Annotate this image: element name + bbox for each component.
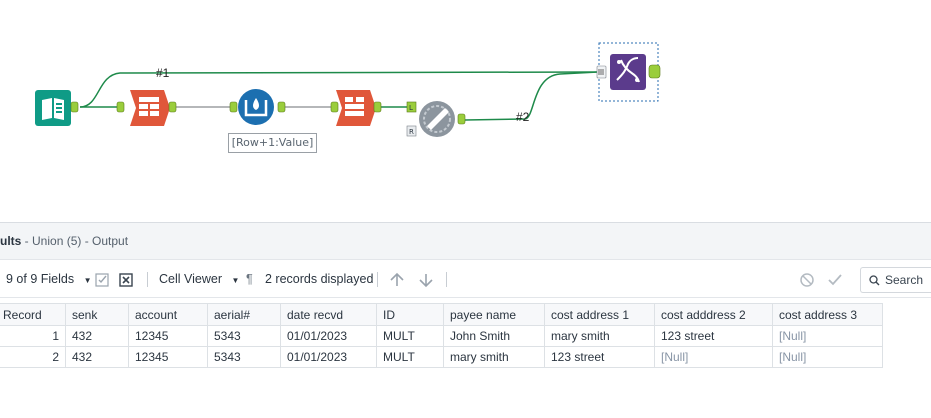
results-toolbar: 9 of 9 Fields ▼ Cell Viewer ▼ ¶ 2 record… (0, 260, 931, 298)
right-anchor-label: R (409, 128, 414, 136)
table-cell[interactable]: MULT (376, 325, 444, 347)
table-cell[interactable]: [Null] (772, 346, 883, 368)
table-cell[interactable]: [Null] (654, 346, 773, 368)
table-cell[interactable]: MULT (376, 346, 444, 368)
multi-row-formula-tool[interactable] (229, 89, 286, 125)
table-cell[interactable]: 123 street (544, 346, 655, 368)
table-cell[interactable]: John Smith (443, 325, 545, 347)
apply-check-icon[interactable] (827, 260, 843, 298)
cross-tab-tool[interactable] (330, 90, 382, 126)
results-header: ults - Union (5) - Output (0, 223, 931, 260)
arrow-down-icon[interactable] (418, 260, 434, 298)
table-cell[interactable]: 12345 (128, 325, 208, 347)
check-icon[interactable] (95, 260, 109, 298)
table-cell[interactable]: 123 street (654, 325, 773, 347)
cell-viewer-label: Cell Viewer (159, 272, 222, 286)
arrow-up-icon[interactable] (389, 260, 405, 298)
table-cell[interactable]: 1 (0, 325, 66, 347)
column-header[interactable]: senk (65, 303, 129, 326)
results-title-prefix: ults (0, 234, 22, 248)
column-header[interactable]: cost adddress 2 (654, 303, 773, 326)
table-cell[interactable]: 12345 (128, 346, 208, 368)
search-icon (869, 275, 880, 286)
results-title-suffix: - Union (5) - Output (21, 234, 129, 248)
table-cell[interactable]: 2 (0, 346, 66, 368)
uncheck-icon[interactable] (119, 260, 133, 298)
table-cell[interactable]: 01/01/2023 (280, 346, 377, 368)
pilcrow-icon[interactable]: ¶ (246, 272, 253, 286)
column-header[interactable]: account (128, 303, 208, 326)
table-header-row: Record senk account aerial# date recvd I… (0, 303, 883, 326)
table-cell[interactable]: 5343 (207, 325, 281, 347)
workflow-canvas[interactable]: L R #1 #2 [Row+1:Value] (0, 0, 931, 222)
chevron-down-icon: ▼ (83, 276, 92, 285)
cell-viewer-selector[interactable]: Cell Viewer ▼ (159, 260, 239, 298)
fields-label: 9 of 9 Fields (6, 272, 75, 286)
table-cell[interactable]: 432 (65, 325, 129, 347)
left-anchor-label: L (409, 104, 413, 112)
column-header[interactable]: Record (0, 303, 66, 326)
column-header[interactable]: cost address 3 (772, 303, 883, 326)
table-cell[interactable]: 01/01/2023 (280, 325, 377, 347)
column-header[interactable]: cost address 1 (544, 303, 655, 326)
table-row[interactable]: 1 432 12345 5343 01/01/2023 MULT John Sm… (0, 325, 883, 347)
chevron-down-icon: ▼ (231, 276, 240, 285)
column-header[interactable]: aerial# (207, 303, 281, 326)
toolbar-separator (147, 272, 148, 287)
connection-2-to-union[interactable] (464, 71, 599, 121)
table-cell[interactable]: mary smith (544, 325, 655, 347)
toolbar-separator (377, 272, 378, 287)
toolbar-separator (446, 272, 447, 287)
results-title: ults - Union (5) - Output (0, 234, 128, 248)
table-cell[interactable]: [Null] (772, 325, 883, 347)
connection-1-to-union[interactable] (79, 71, 599, 108)
union-tool[interactable] (596, 42, 661, 102)
table-row[interactable]: 2 432 12345 5343 01/01/2023 MULT mary sm… (0, 346, 883, 368)
results-table: Record senk account aerial# date recvd I… (0, 303, 883, 368)
cancel-icon[interactable] (799, 260, 815, 298)
search-label: Search (885, 273, 924, 287)
table-cell[interactable]: 432 (65, 346, 129, 368)
connection-label-2: #2 (516, 110, 530, 124)
connections-layer: L R (35, 42, 661, 137)
fields-selector[interactable]: 9 of 9 Fields ▼ (6, 260, 92, 298)
input-data-tool[interactable] (35, 90, 79, 126)
connection-label-1: #1 (156, 66, 170, 80)
table-cell[interactable]: 5343 (207, 346, 281, 368)
records-count: 2 records displayed (265, 272, 374, 286)
column-header[interactable]: ID (376, 303, 444, 326)
column-header[interactable]: date recvd (280, 303, 377, 326)
column-header[interactable]: payee name (443, 303, 545, 326)
search-input[interactable]: Search (860, 267, 931, 293)
table-cell[interactable]: mary smith (443, 346, 545, 368)
formula-annotation: [Row+1:Value] (228, 133, 317, 153)
text-to-columns-tool[interactable] (116, 90, 177, 126)
results-panel: ults - Union (5) - Output 9 of 9 Fields … (0, 222, 931, 418)
join-tool[interactable]: L R (406, 101, 466, 137)
